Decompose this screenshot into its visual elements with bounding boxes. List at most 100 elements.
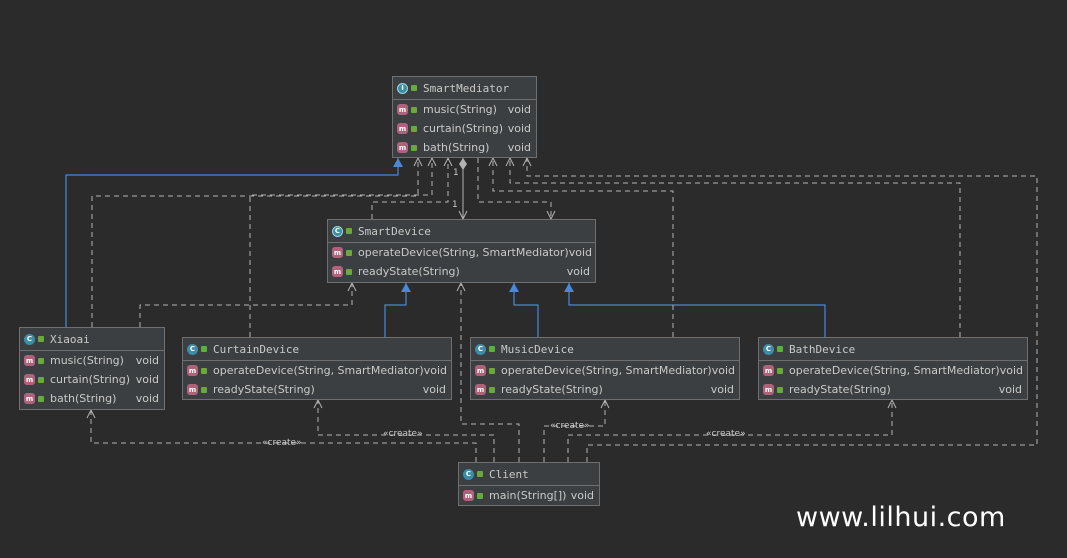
- method-return-type: void: [507, 141, 531, 154]
- method-row[interactable]: m readyState(String) void: [328, 262, 595, 281]
- class-icon: C: [24, 333, 35, 345]
- public-lock-icon: [777, 386, 783, 393]
- class-icon: C: [763, 343, 774, 355]
- method-row[interactable]: m operateDevice(String, SmartMediator)voi…: [183, 361, 451, 380]
- public-lock-icon: [777, 346, 783, 352]
- class-name: BathDevice: [789, 342, 856, 356]
- class-icon: C: [187, 343, 198, 355]
- method-name: bath(String): [50, 392, 117, 405]
- method-name: curtain(String): [50, 373, 131, 386]
- method-icon: m: [397, 123, 408, 134]
- method-name: readyState(String): [358, 265, 460, 278]
- method-row[interactable]: m music(String) void: [393, 100, 536, 119]
- public-lock-icon: [346, 249, 352, 256]
- method-return-type: void: [423, 364, 448, 377]
- public-lock-icon: [411, 106, 417, 113]
- public-lock-icon: [346, 268, 352, 275]
- class-name: Client: [489, 467, 529, 481]
- method-icon: m: [24, 374, 35, 385]
- class-box-curtain-device[interactable]: C CurtainDevice m operateDevice(String, Sm…: [182, 337, 452, 400]
- method-row[interactable]: m readyState(String) void: [759, 380, 1027, 399]
- music-extends-device: [509, 283, 539, 337]
- method-return-type: void: [135, 354, 159, 367]
- create-label-music: «create»: [550, 421, 590, 431]
- device-uses-mediator: [371, 158, 448, 219]
- method-name: readyState(String): [501, 383, 603, 396]
- multiplicity-target-label: 1: [452, 200, 458, 210]
- method-icon: m: [187, 365, 198, 376]
- public-lock-icon: [38, 376, 44, 383]
- bath-uses-mediator: [510, 158, 961, 337]
- method-name: operateDevice(String, SmartMediator): [213, 364, 424, 377]
- class-icon: C: [463, 468, 474, 480]
- method-icon: m: [475, 365, 486, 376]
- method-icon: m: [24, 355, 35, 366]
- bath-extends-device: [564, 283, 826, 337]
- public-lock-icon: [201, 346, 207, 352]
- method-row[interactable]: m operateDevice(String, SmartMediator)voi…: [471, 361, 739, 380]
- curtain-extends-device: [384, 283, 411, 337]
- method-return-type: void: [570, 489, 594, 502]
- method-icon: m: [763, 384, 774, 395]
- method-icon: m: [24, 393, 35, 404]
- create-label-xiaoai: «create»: [262, 438, 302, 448]
- method-row[interactable]: m music(String) void: [20, 351, 164, 370]
- interface-icon: I: [397, 82, 408, 94]
- class-icon: C: [475, 343, 486, 355]
- method-return-type: void: [568, 246, 593, 259]
- method-name: readyState(String): [789, 383, 891, 396]
- method-row[interactable]: m bath(String) void: [20, 389, 164, 408]
- class-box-xiaoai[interactable]: C Xiaoai m music(String) void m curtain(Stri…: [19, 327, 165, 410]
- client-creates-curtain: [318, 400, 495, 462]
- method-return-type: void: [566, 265, 590, 278]
- method-name: curtain(String): [423, 122, 504, 135]
- method-name: operateDevice(String, SmartMediator): [358, 246, 569, 259]
- mediator-uses-device: [477, 158, 551, 219]
- xiaoai-uses-mediator: [91, 158, 418, 327]
- method-icon: m: [332, 247, 343, 258]
- method-icon: m: [332, 266, 343, 277]
- create-label-curtain: «create»: [383, 429, 423, 439]
- method-name: music(String): [50, 354, 124, 367]
- method-row[interactable]: m operateDevice(String, SmartMediator)voi…: [328, 243, 595, 262]
- public-lock-icon: [201, 367, 207, 374]
- method-return-type: void: [135, 392, 159, 405]
- curtain-uses-mediator: [249, 158, 432, 337]
- class-box-smart-mediator[interactable]: I SmartMediator m music(String) void m curta…: [392, 76, 537, 158]
- client-creates-music: [543, 400, 605, 462]
- multiplicity-source-label: 1: [453, 168, 459, 178]
- class-name: Xiaoai: [50, 332, 90, 346]
- client-uses-device: [461, 283, 520, 462]
- method-name: music(String): [423, 103, 497, 116]
- public-lock-icon: [477, 471, 483, 477]
- create-label-bath: «create»: [706, 429, 746, 439]
- public-lock-icon: [38, 336, 44, 342]
- class-box-music-device[interactable]: C MusicDevice m operateDevice(String, Smar…: [470, 337, 740, 400]
- class-name: CurtainDevice: [213, 342, 300, 356]
- class-name: SmartMediator: [423, 81, 510, 95]
- method-return-type: void: [711, 364, 736, 377]
- class-name: SmartDevice: [358, 224, 431, 238]
- method-name: operateDevice(String, SmartMediator): [501, 364, 712, 377]
- public-lock-icon: [489, 367, 495, 374]
- method-return-type: void: [507, 103, 531, 116]
- method-return-type: void: [999, 364, 1024, 377]
- method-name: main(String[]): [489, 489, 567, 502]
- method-return-type: void: [998, 383, 1022, 396]
- method-name: bath(String): [423, 141, 490, 154]
- class-name: MusicDevice: [501, 342, 574, 356]
- method-icon: m: [397, 104, 408, 115]
- method-return-type: void: [710, 383, 734, 396]
- public-lock-icon: [477, 492, 483, 499]
- public-lock-icon: [777, 367, 783, 374]
